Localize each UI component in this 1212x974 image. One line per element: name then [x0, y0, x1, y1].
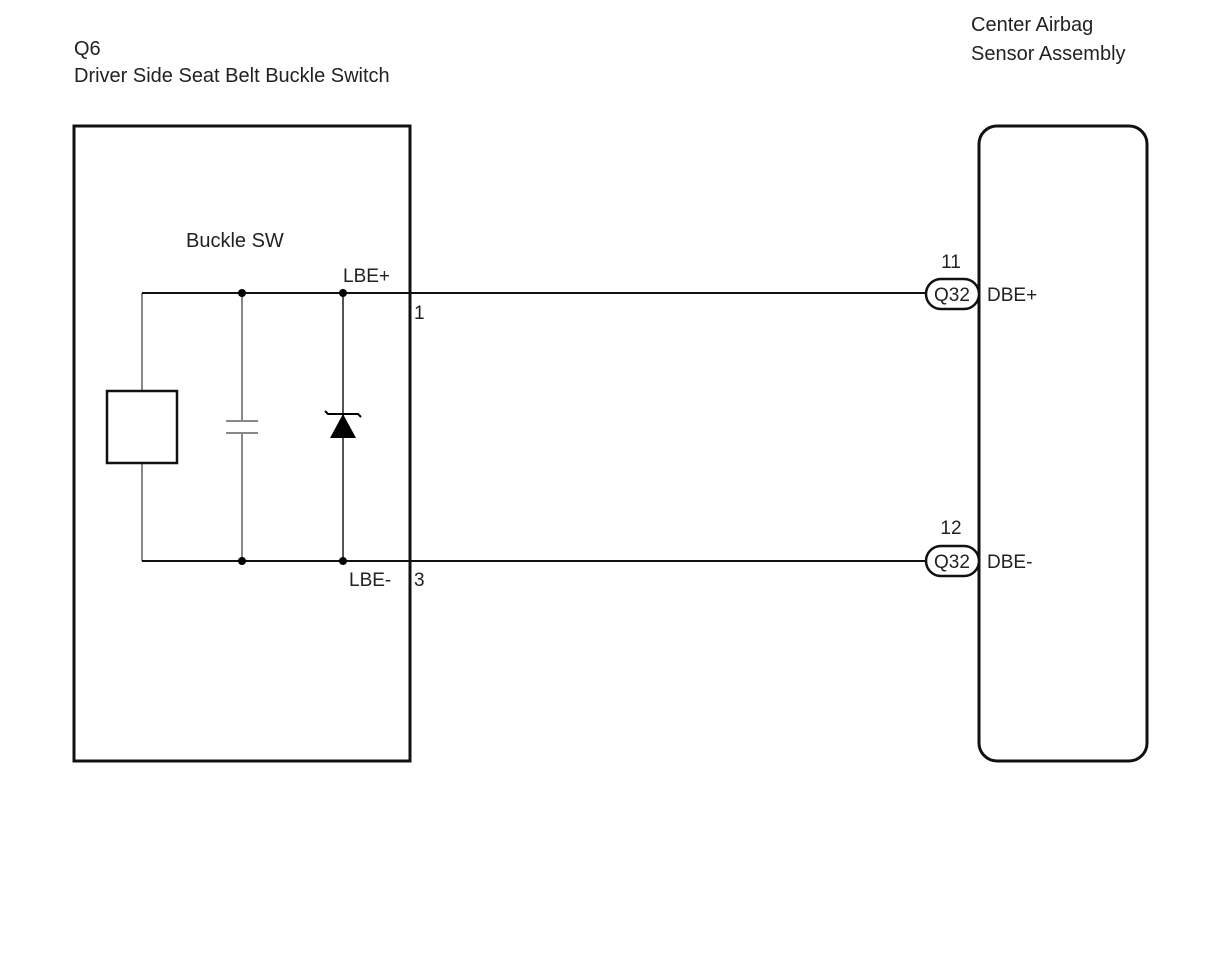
connector-label: Q32: [934, 552, 970, 573]
wire-lbe-minus: [142, 557, 926, 565]
left-pin-signal-lbe-minus: LBE-: [349, 570, 391, 591]
junction-dot: [238, 557, 246, 565]
junction-dot: [339, 557, 347, 565]
connector-oval-icon: [924, 277, 981, 311]
left-component-code: Q6: [74, 38, 101, 60]
left-component-box: [72, 124, 412, 763]
connector-q32-pin-11: Q32 11 DBE+: [924, 252, 1037, 311]
left-pin-number-3: 3: [414, 570, 425, 591]
connector-pin-number: 11: [941, 252, 961, 273]
left-pin-number-1: 1: [414, 303, 425, 324]
capacitor-icon: [226, 420, 258, 434]
connector-oval-icon: [924, 544, 981, 578]
wire-lbe-plus: [142, 289, 926, 297]
left-pin-signal-lbe-plus: LBE+: [343, 266, 390, 287]
connector-q32-pin-12: Q32 12 DBE-: [924, 518, 1032, 578]
right-component-box: [977, 124, 1149, 763]
right-component-name-line1: Center Airbag: [971, 14, 1093, 36]
right-pin-signal-dbe-plus: DBE+: [987, 285, 1037, 306]
connector-label: Q32: [934, 285, 970, 306]
right-component-name-line2: Sensor Assembly: [971, 43, 1126, 65]
left-component-name: Driver Side Seat Belt Buckle Switch: [74, 65, 390, 87]
zener-diode-icon: [324, 410, 362, 438]
junction-dot: [339, 289, 347, 297]
buckle-sw-label: Buckle SW: [186, 230, 284, 252]
junction-dot: [238, 289, 246, 297]
right-pin-signal-dbe-minus: DBE-: [987, 552, 1032, 573]
switch-box-icon: [105, 389, 179, 465]
connector-pin-number: 12: [940, 518, 961, 539]
